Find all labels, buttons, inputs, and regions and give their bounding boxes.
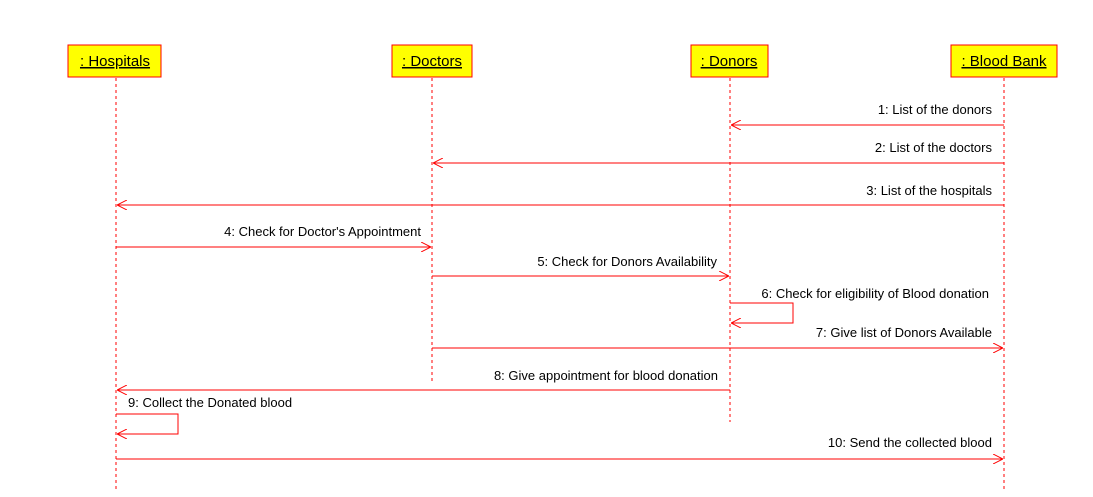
message-3-label: 3: List of the hospitals bbox=[866, 183, 992, 198]
message-2: 2: List of the doctors bbox=[433, 140, 1004, 163]
lifeline-doctors-label: : Doctors bbox=[402, 53, 462, 70]
message-9: 9: Collect the Donated blood bbox=[116, 395, 292, 434]
message-4: 4: Check for Doctor's Appointment bbox=[116, 224, 431, 247]
message-5-label: 5: Check for Donors Availability bbox=[537, 254, 717, 269]
lifeline-hospitals-label: : Hospitals bbox=[80, 53, 150, 70]
message-7-label: 7: Give list of Donors Available bbox=[816, 325, 992, 340]
message-1: 1: List of the donors bbox=[731, 102, 1004, 125]
message-6: 6: Check for eligibility of Blood donati… bbox=[730, 286, 989, 323]
lifeline-doctors-box bbox=[391, 44, 473, 78]
lifeline-blood-bank: : Blood Bank bbox=[950, 44, 1058, 490]
lifeline-donors: : Donors bbox=[690, 44, 769, 422]
lifeline-donors-box bbox=[690, 44, 769, 78]
lifeline-hospitals-box bbox=[67, 44, 162, 78]
message-9-label: 9: Collect the Donated blood bbox=[128, 395, 292, 410]
lifeline-hospitals: : Hospitals bbox=[67, 44, 162, 490]
message-2-label: 2: List of the doctors bbox=[875, 140, 993, 155]
lifeline-blood-bank-box bbox=[950, 44, 1058, 78]
message-3: 3: List of the hospitals bbox=[117, 183, 1004, 205]
message-9-arrow bbox=[116, 413, 179, 434]
lifeline-blood-bank-label: : Blood Bank bbox=[961, 53, 1047, 70]
message-8-label: 8: Give appointment for blood donation bbox=[494, 368, 718, 383]
message-7: 7: Give list of Donors Available bbox=[432, 325, 1003, 348]
message-6-label: 6: Check for eligibility of Blood donati… bbox=[761, 286, 989, 301]
message-6-arrow bbox=[730, 302, 794, 323]
message-10: 10: Send the collected blood bbox=[116, 435, 1003, 459]
message-10-label: 10: Send the collected blood bbox=[828, 435, 992, 450]
message-1-label: 1: List of the donors bbox=[878, 102, 993, 117]
message-4-label: 4: Check for Doctor's Appointment bbox=[224, 224, 421, 239]
lifeline-doctors: : Doctors bbox=[391, 44, 473, 382]
message-8: 8: Give appointment for blood donation bbox=[117, 368, 730, 390]
message-5: 5: Check for Donors Availability bbox=[432, 254, 729, 276]
lifeline-donors-label: : Donors bbox=[701, 53, 758, 70]
